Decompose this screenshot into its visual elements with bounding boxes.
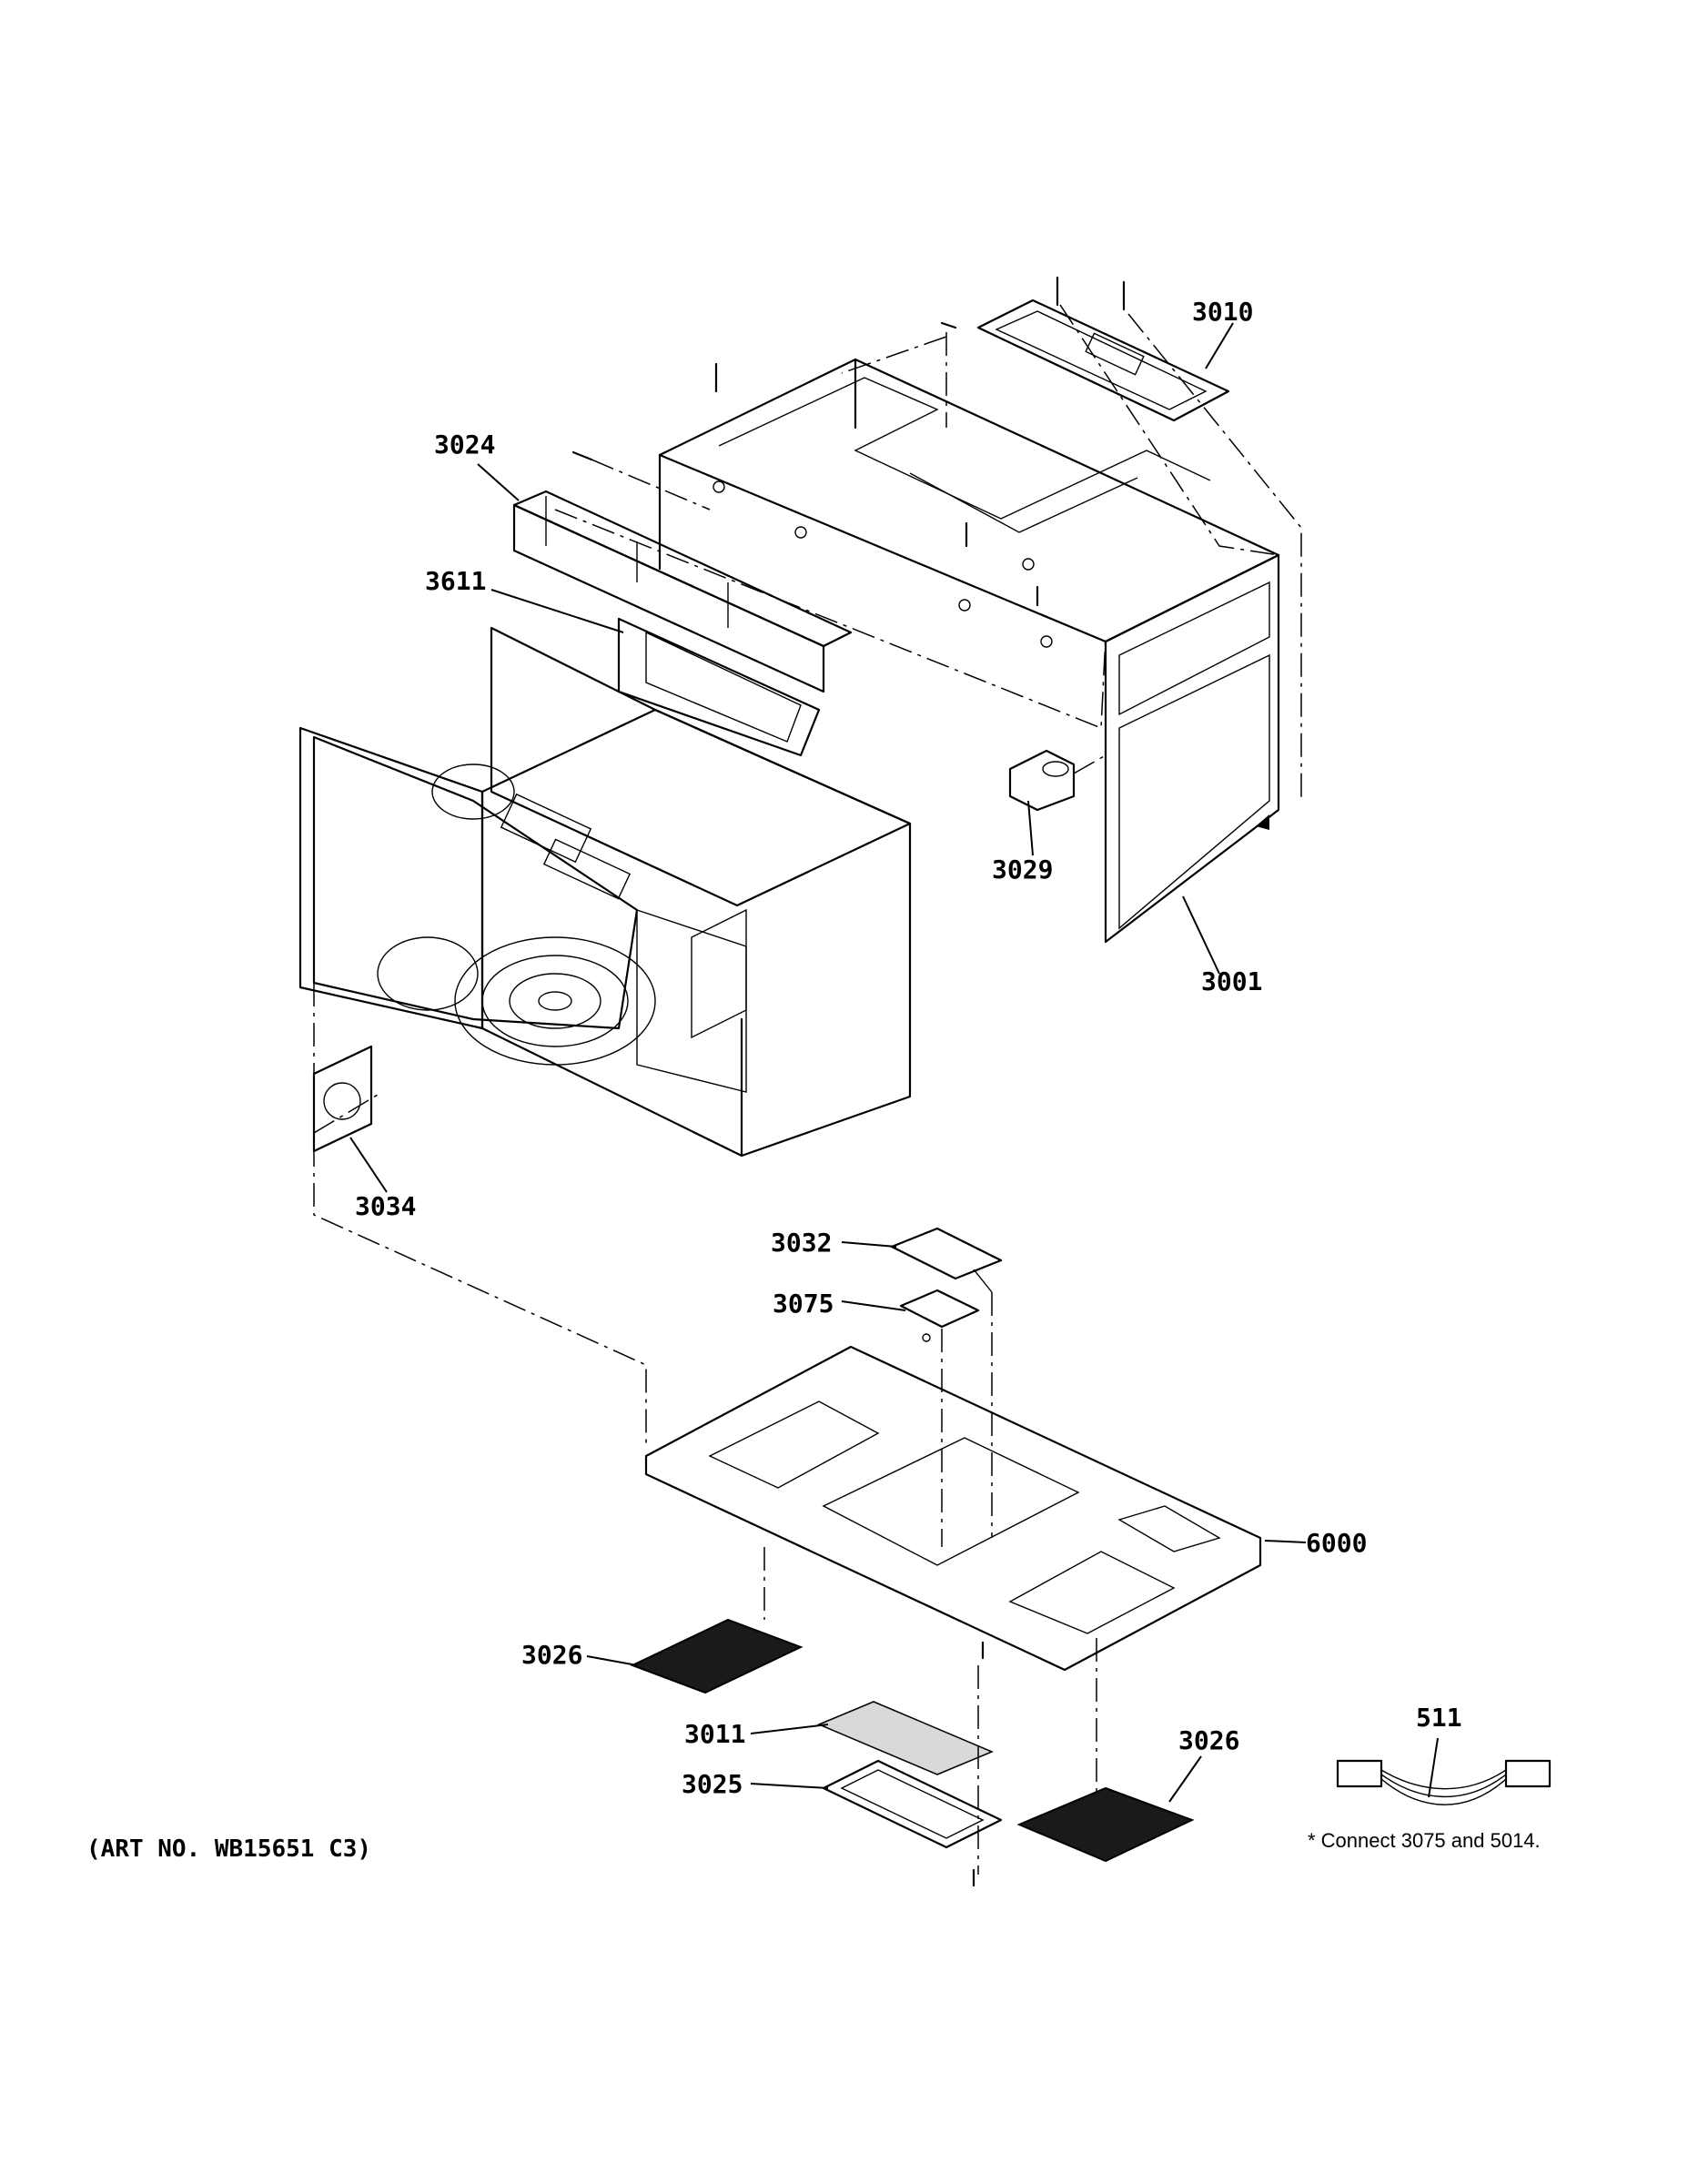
wire-harness-511 [1336, 1759, 1552, 1805]
leader-lines [349, 322, 1439, 1803]
callout-3010: 3010 [1192, 297, 1253, 327]
light-cover-3011 [817, 1701, 994, 1775]
outer-case-3001 [658, 358, 1280, 944]
base-plate-6000 [644, 1345, 1262, 1672]
board-3075 [899, 1289, 980, 1342]
oven-cavity [298, 626, 912, 1158]
callout-511: 511 [1416, 1703, 1462, 1733]
bracket-3032 [890, 1227, 1003, 1293]
callout-3029: 3029 [992, 854, 1053, 885]
callout-3024: 3024 [434, 430, 495, 460]
callout-3075: 3075 [773, 1289, 834, 1319]
fan-duct-3024 [512, 490, 853, 693]
charcoal-filter-3026-left [630, 1618, 804, 1694]
screws [571, 276, 1126, 1887]
art-number: (ART NO. WB15651 C3) [86, 1835, 371, 1863]
callout-3032: 3032 [771, 1228, 832, 1258]
charcoal-filter-3026-right [1016, 1786, 1195, 1863]
callout-3026-right: 3026 [1178, 1725, 1239, 1755]
callout-6000: 6000 [1306, 1528, 1367, 1558]
damper-3029 [1008, 749, 1076, 812]
vent-plate-3010 [976, 298, 1230, 422]
callout-3001: 3001 [1201, 966, 1262, 996]
assembly-lines [313, 304, 1302, 1875]
callout-3026-left: 3026 [521, 1640, 582, 1670]
callout-3011: 3011 [684, 1719, 745, 1749]
filter-3611 [617, 617, 821, 757]
callout-3611: 3611 [425, 566, 486, 596]
callout-3025: 3025 [682, 1769, 743, 1799]
connection-note: * Connect 3075 and 5014. [1308, 1829, 1541, 1852]
lamp-holder-3025 [822, 1759, 1003, 1849]
callout-3034: 3034 [355, 1191, 416, 1221]
waveguide-cover-3034 [312, 1045, 373, 1153]
